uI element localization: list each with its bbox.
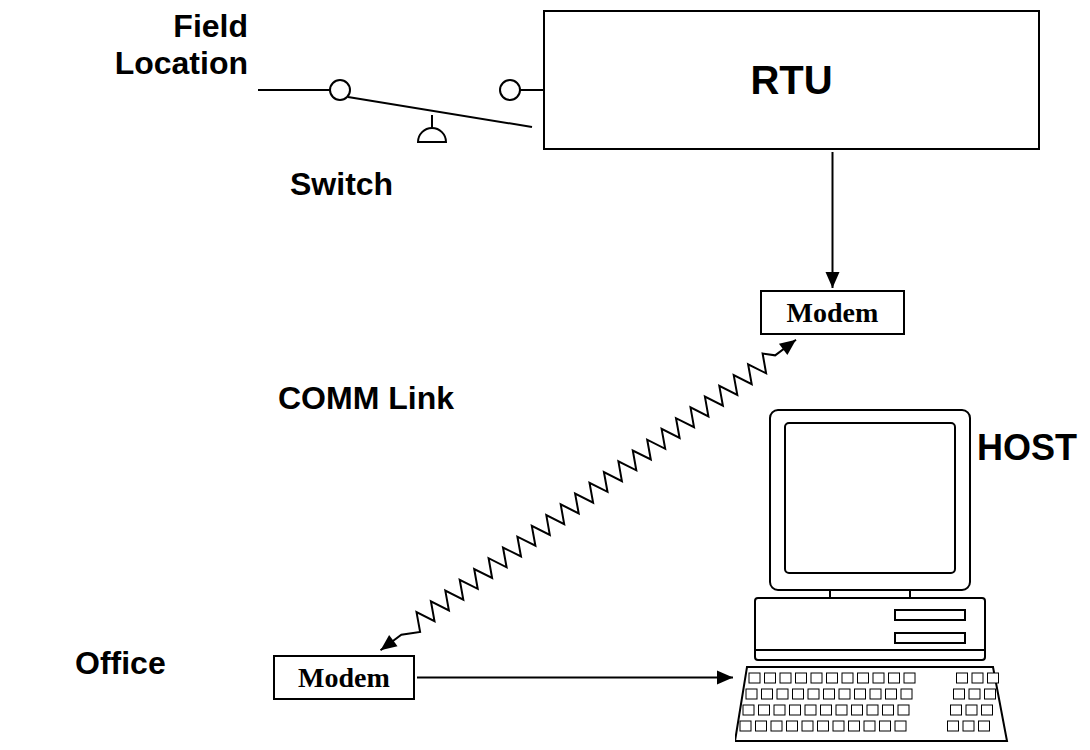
modem-box: Modem <box>760 290 905 335</box>
switch-plunger <box>431 115 433 128</box>
box-label: RTU <box>750 58 832 103</box>
host-computer: HOST <box>735 405 1080 745</box>
location-label: Office <box>75 645 255 682</box>
edge-label: COMM Link <box>275 380 457 417</box>
box-label: Modem <box>787 297 879 329</box>
connector-line <box>832 152 834 288</box>
modem-box: Modem <box>273 655 415 700</box>
switch-button <box>418 128 446 142</box>
arrowhead <box>779 340 796 355</box>
connector <box>826 152 840 288</box>
arrowhead <box>717 671 733 685</box>
arrowhead <box>381 635 398 650</box>
switch-blade <box>348 97 532 127</box>
connector-line <box>417 677 733 679</box>
arrowhead <box>826 272 840 288</box>
rtu-box: RTU <box>543 10 1040 150</box>
switch-terminal <box>500 80 520 100</box>
wire <box>520 89 543 91</box>
host-label: HOST <box>977 427 1077 469</box>
wire <box>258 89 330 91</box>
location-label: Field Location <box>55 8 248 82</box>
switch-terminal <box>330 80 350 100</box>
connector <box>417 671 733 685</box>
box-label: Modem <box>298 662 390 694</box>
switch-label: Switch <box>290 166 470 203</box>
